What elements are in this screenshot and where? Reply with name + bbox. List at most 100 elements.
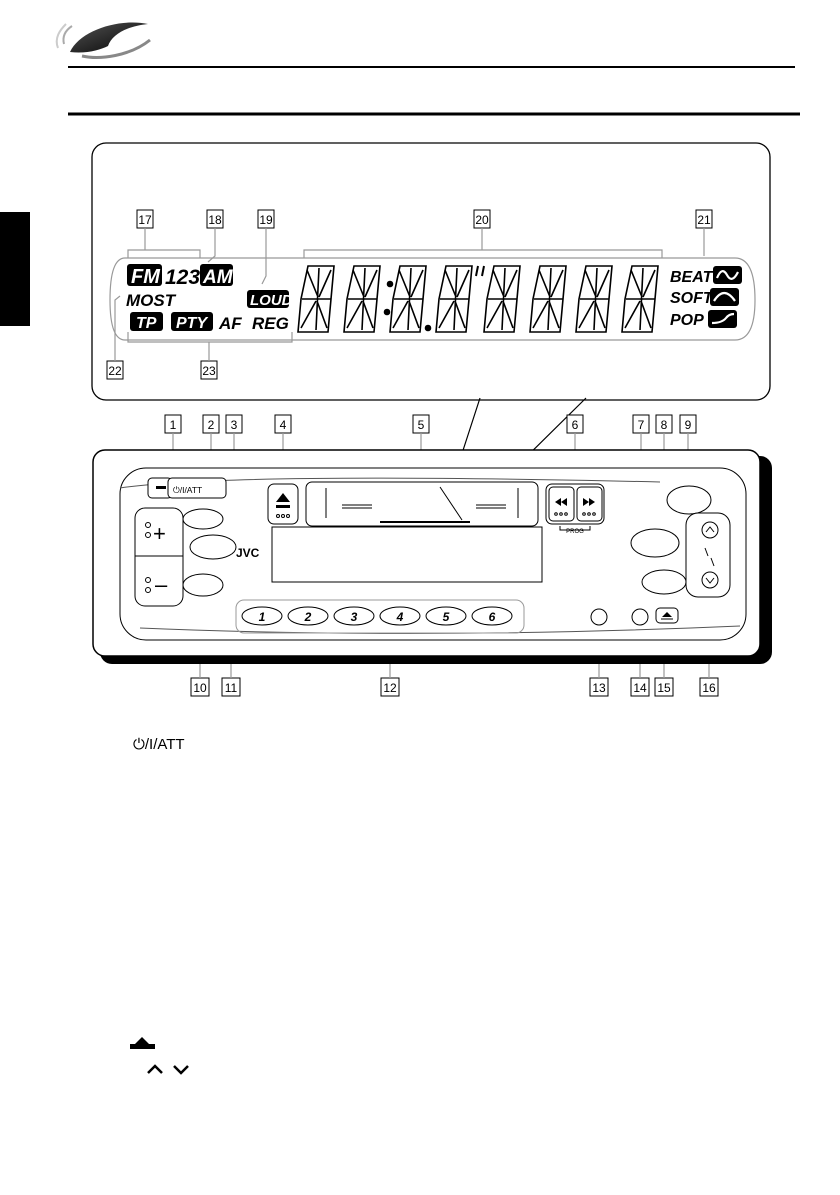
svg-text:20: 20 xyxy=(475,213,489,227)
am-indicator: AM xyxy=(202,267,234,288)
header-logo-icon xyxy=(57,22,150,57)
svg-text:12: 12 xyxy=(383,681,397,695)
svg-text:4: 4 xyxy=(280,418,287,432)
svg-text:6: 6 xyxy=(489,610,496,624)
colon-dot xyxy=(388,282,393,287)
sound-button[interactable] xyxy=(642,570,686,594)
segment-digit xyxy=(622,266,658,332)
eq-curve-icons xyxy=(708,266,742,328)
volume-minus-icon: – xyxy=(155,572,168,597)
decimal-dot xyxy=(426,326,431,331)
svg-text:5: 5 xyxy=(418,418,425,432)
af-indicator: AF xyxy=(218,314,242,333)
segment-digit xyxy=(344,266,380,332)
svg-text:10: 10 xyxy=(193,681,207,695)
rewind-button[interactable] xyxy=(549,487,574,521)
callout-17: 17 xyxy=(137,210,153,228)
release-icon xyxy=(156,486,166,489)
display-button[interactable] xyxy=(632,609,648,625)
preset-button-6[interactable]: 6 xyxy=(472,607,512,625)
sel-button[interactable] xyxy=(183,574,223,596)
svg-text:1: 1 xyxy=(170,418,177,432)
power-att-label: ⏻/I/ATT xyxy=(173,485,202,495)
callout-10: 10 xyxy=(191,678,209,696)
dial-select-button[interactable] xyxy=(183,509,223,529)
callout-19: 19 xyxy=(258,210,274,228)
fm-indicator: FM xyxy=(131,266,161,288)
svg-text:18: 18 xyxy=(208,213,222,227)
segment-digit xyxy=(390,266,426,332)
segment-digit xyxy=(530,266,566,332)
svg-text:3: 3 xyxy=(231,418,238,432)
loud-indicator: LOUD xyxy=(250,292,293,309)
fm-am-button[interactable] xyxy=(631,529,679,557)
callout-5: 5 xyxy=(413,415,429,433)
most-indicator: MOST xyxy=(126,291,177,310)
callout-21: 21 xyxy=(696,210,712,228)
display-window xyxy=(272,527,542,582)
svg-text:7: 7 xyxy=(638,418,645,432)
preset-button-3[interactable]: 3 xyxy=(334,607,374,625)
soft-indicator: SOFT xyxy=(670,290,714,307)
brand-label: JVC xyxy=(236,546,260,560)
pty-indicator: PTY xyxy=(176,315,208,332)
callout-4: 4 xyxy=(275,415,291,433)
svg-text:2: 2 xyxy=(208,418,215,432)
callout-8: 8 xyxy=(656,415,672,433)
svg-text:21: 21 xyxy=(697,213,711,227)
svg-text:23: 23 xyxy=(202,364,216,378)
svg-text:5: 5 xyxy=(443,610,450,624)
preset-button-4[interactable]: 4 xyxy=(380,607,420,625)
svg-text:4: 4 xyxy=(396,610,404,624)
volume-plus-icon: + xyxy=(153,521,166,546)
segment-digit xyxy=(576,266,612,332)
language-tab xyxy=(0,212,30,326)
svg-text:16: 16 xyxy=(702,681,716,695)
mode-button[interactable] xyxy=(190,535,236,559)
callout-13: 13 xyxy=(590,678,608,696)
tp-indicator: TP xyxy=(136,315,157,332)
callout-12: 12 xyxy=(381,678,399,696)
svg-text:14: 14 xyxy=(633,681,647,695)
callout-18: 18 xyxy=(207,210,223,228)
legend-down-icon xyxy=(174,1066,188,1073)
svg-text:6: 6 xyxy=(572,418,579,432)
preset-button-1[interactable]: 1 xyxy=(242,607,282,625)
svg-text:13: 13 xyxy=(592,681,606,695)
svg-text:19: 19 xyxy=(259,213,273,227)
cassette-door[interactable] xyxy=(306,482,538,526)
svg-text:2: 2 xyxy=(304,610,312,624)
callout-22: 22 xyxy=(107,361,123,379)
seconds-mark xyxy=(476,266,484,276)
pop-indicator: POP xyxy=(670,312,704,329)
prog-label: PROG xyxy=(566,529,584,535)
callout-1: 1 xyxy=(165,415,181,433)
legend-power-att: ⏻/I/ATT xyxy=(133,736,185,753)
callout-20: 20 xyxy=(474,210,490,228)
svg-text:11: 11 xyxy=(225,681,238,695)
svg-text:1: 1 xyxy=(259,610,266,624)
segment-digits xyxy=(298,266,658,332)
svg-text:9: 9 xyxy=(685,418,692,432)
beat-indicator: BEAT xyxy=(670,269,714,286)
preset-button-2[interactable]: 2 xyxy=(288,607,328,625)
segment-digit xyxy=(484,266,520,332)
preset-button-5[interactable]: 5 xyxy=(426,607,466,625)
segment-digit xyxy=(298,266,334,332)
callout-3: 3 xyxy=(226,415,242,433)
callout-23: 23 xyxy=(201,361,217,379)
callout-15: 15 xyxy=(655,678,673,696)
svg-text:15: 15 xyxy=(657,681,671,695)
svg-text:8: 8 xyxy=(661,418,668,432)
colon-dot xyxy=(385,310,390,315)
loud-button[interactable] xyxy=(591,609,607,625)
svg-text:3: 3 xyxy=(351,610,358,624)
reg-indicator: REG xyxy=(252,314,289,333)
callout-7: 7 xyxy=(633,415,649,433)
callout-2: 2 xyxy=(203,415,219,433)
cd-button[interactable] xyxy=(667,486,711,514)
segment-digit xyxy=(436,266,472,332)
svg-text:22: 22 xyxy=(108,364,122,378)
